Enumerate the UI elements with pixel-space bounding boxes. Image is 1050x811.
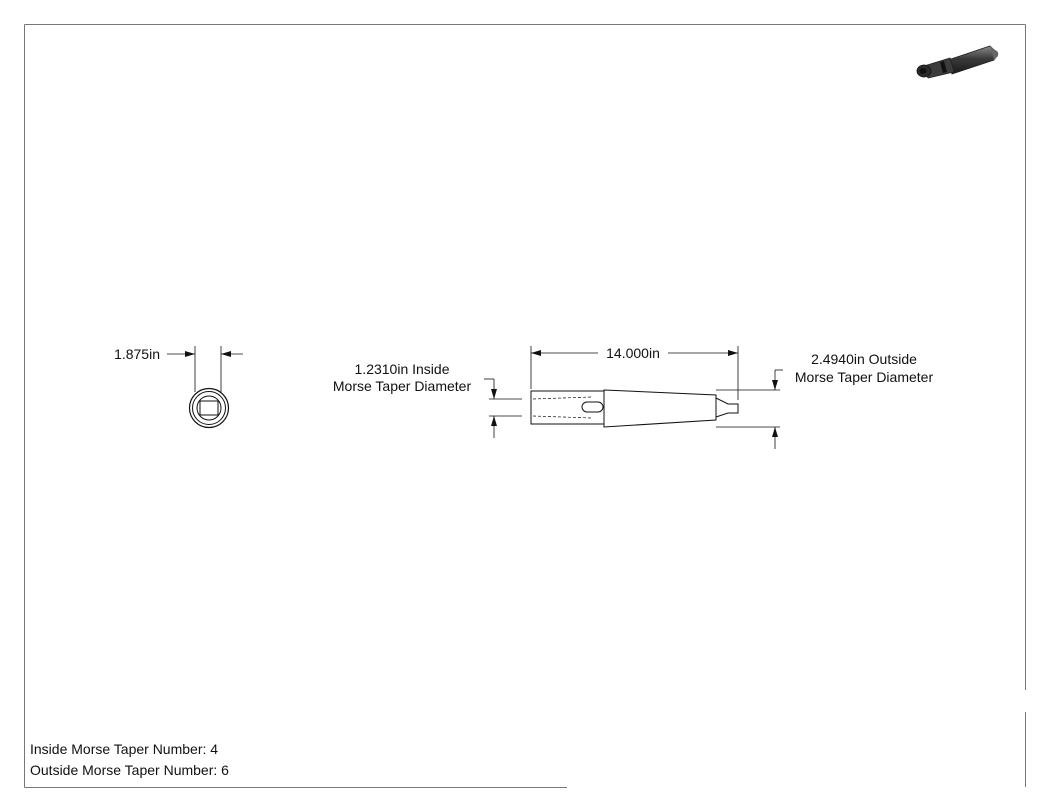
dimension-text-outside-line1: 2.4940in Outside	[811, 351, 917, 367]
dimension-text-inside-line2: Morse Taper Diameter	[333, 378, 472, 394]
dimension-text-outside-line2: Morse Taper Diameter	[795, 369, 934, 385]
end-view	[188, 387, 230, 429]
dimension-text-end-diameter: 1.875in	[114, 346, 160, 362]
note-outside-taper-number: Outside Morse Taper Number: 6	[30, 762, 229, 778]
dimension-overall-length	[530, 346, 739, 400]
dimension-outside-diameter	[716, 369, 783, 449]
side-view	[530, 389, 739, 428]
morse-taper-sleeve-3d-thumbnail-icon	[916, 45, 999, 79]
dimension-inside-diameter	[484, 378, 522, 438]
sheet-border	[24, 24, 1026, 788]
dimension-text-inside-line1: 1.2310in Inside	[355, 361, 450, 377]
note-inside-taper-number: Inside Morse Taper Number: 4	[30, 741, 219, 757]
dimension-text-overall-length: 14.000in	[606, 345, 660, 361]
dimension-end-view-diameter	[167, 346, 243, 392]
